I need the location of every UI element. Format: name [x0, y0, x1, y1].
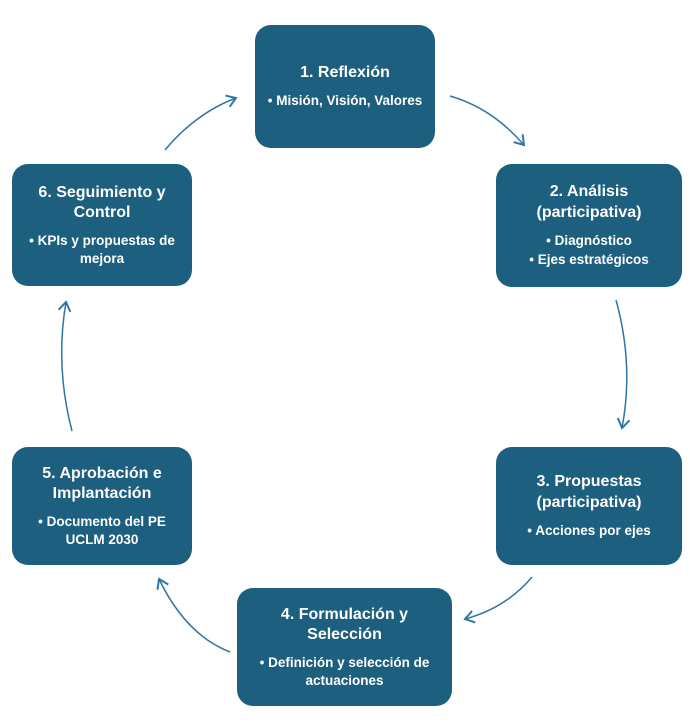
arrow-5-to-6 [57, 300, 73, 432]
node-bullets: • Definición y selección de actuaciones [249, 652, 440, 689]
node-title: 1. Reflexión [300, 64, 390, 82]
node-6-seguimiento: 6. Seguimiento y Control • KPIs y propue… [12, 164, 192, 286]
node-bullet: • Diagnóstico [546, 232, 632, 248]
arrow-6-to-1 [164, 94, 238, 151]
node-title: 5. Aprobación e Implantación [42, 464, 162, 503]
node-bullets: • Documento del PE UCLM 2030 [24, 511, 180, 548]
node-title: 6. Seguimiento y Control [38, 183, 166, 222]
node-title: 4. Formulación y Selección [280, 605, 409, 644]
node-3-propuestas: 3. Propuestas (participativa) • Acciones… [496, 447, 682, 565]
node-4-formulacion: 4. Formulación y Selección • Definición … [237, 588, 452, 706]
node-title: 3. Propuestas (participativa) [536, 473, 642, 512]
node-bullet: • Ejes estratégicos [529, 252, 649, 268]
arrow-3-to-4 [463, 576, 533, 624]
arrow-1-to-2 [449, 95, 526, 147]
node-bullets: • Acciones por ejes [527, 520, 651, 540]
node-bullets: • KPIs y propuestas de mejora [24, 230, 180, 267]
node-bullet: • Misión, Visión, Valores [267, 93, 423, 109]
node-bullet: • Acciones por ejes [527, 523, 651, 539]
node-2-analisis: 2. Análisis (participativa) • Diagnóstic… [496, 164, 682, 287]
arrow-4-to-5 [156, 577, 231, 653]
node-1-reflexion: 1. Reflexión • Misión, Visión, Valores [255, 25, 435, 148]
node-bullets: • Diagnóstico • Ejes estratégicos [529, 230, 649, 269]
node-5-aprobacion: 5. Aprobación e Implantación • Documento… [12, 447, 192, 565]
node-bullet: • Definición y selección de actuaciones [259, 655, 430, 688]
node-title: 2. Análisis (participativa) [536, 183, 642, 221]
node-bullet: • KPIs y propuestas de mejora [29, 233, 175, 266]
arrow-2-to-3 [615, 299, 631, 430]
node-bullet: • Documento del PE UCLM 2030 [38, 514, 166, 547]
node-bullets: • Misión, Visión, Valores [268, 90, 423, 110]
